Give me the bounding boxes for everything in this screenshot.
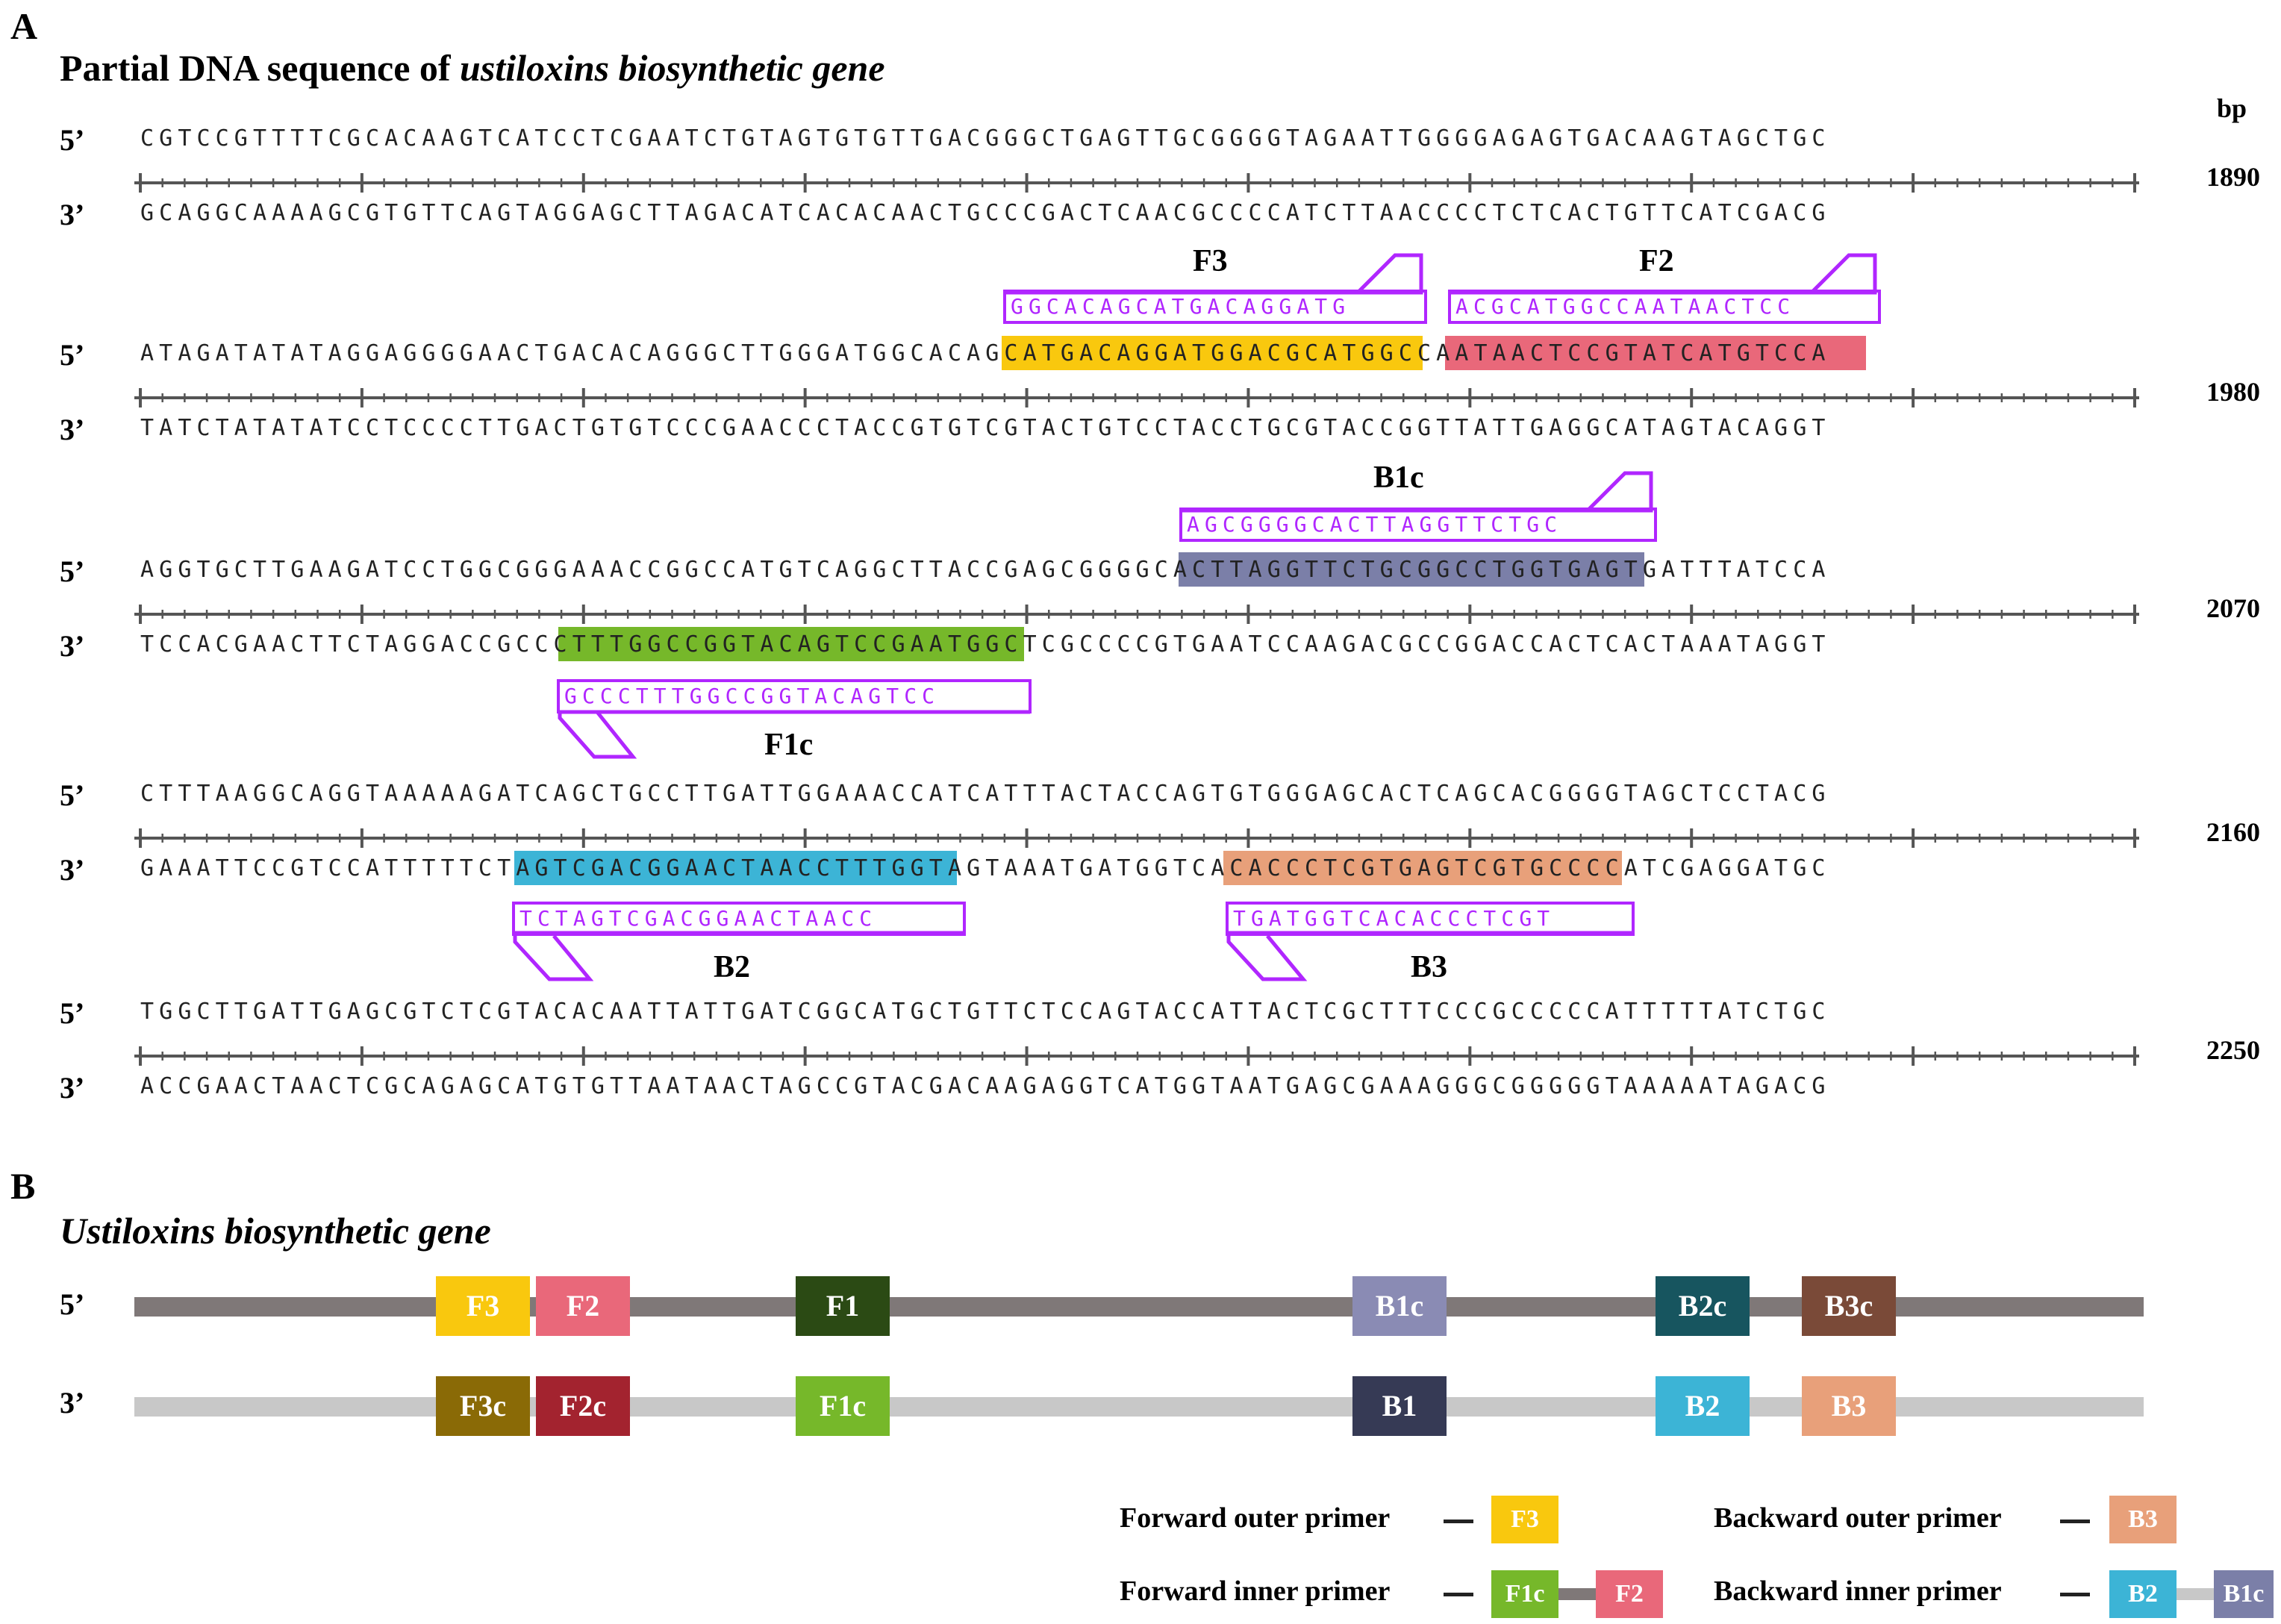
panel-b-strand-3: 3’ [60, 1386, 85, 1420]
bp-position-label: 1890 [2206, 162, 2260, 192]
f1c-primer-box: GCCCTTTGGCCGGTACAGTCC [557, 679, 1032, 713]
sequence-3-strand: ACCGAACTAACTCGCAGAGCATGTGTTAATAACTAGCCGT… [140, 1073, 1831, 1099]
b2-highlight [514, 851, 958, 885]
legend-b3-block: B3 [2109, 1496, 2177, 1543]
f2-primer-arrow [1448, 253, 1877, 295]
ruler [134, 828, 2139, 848]
sequence-5-strand: CTTTAAGGCAGGTAAAAAGATCAGCTGCCTTGATTGGAAA… [140, 781, 1831, 807]
f3-primer-name: F3 [1193, 244, 1228, 278]
f2-highlight [1444, 336, 1866, 370]
gene-block-f3c: F3c [436, 1376, 530, 1436]
strand-5-label: 5’ [60, 123, 85, 157]
panel-a-title: Partial DNA sequence of ustiloxins biosy… [60, 46, 885, 90]
panel-b-title: Ustiloxins biosynthetic gene [60, 1210, 491, 1252]
gene-block-f1c: F1c [796, 1376, 890, 1436]
primer-outlines [513, 253, 1877, 981]
bp-position-label: 1980 [2206, 377, 2260, 407]
legend-b2-block: B2 [2109, 1570, 2177, 1618]
gene-block-b2c: B2c [1656, 1276, 1750, 1336]
strand-5-label: 5’ [60, 996, 85, 1030]
sequence-5-strand: TGGCTTGATTGAGCGTCTCGTACACAATTATTGATCGGCA… [140, 999, 1831, 1025]
strand-3-label: 3’ [60, 1071, 85, 1105]
f2-primer-name: F2 [1639, 244, 1674, 278]
legend-forward-outer-label: Forward outer primer [1120, 1502, 1391, 1534]
gene-block-f2: F2 [536, 1276, 630, 1336]
b1c-primer-box: AGCGGGGCACTTAGGTTCTGC [1179, 508, 1657, 542]
strand-3-label: 3’ [60, 629, 85, 663]
gene-block-b2: B2 [1656, 1376, 1750, 1436]
b3-primer-box: TGATGGTCACACCCTCGT [1226, 902, 1635, 936]
gene-block-f1: F1 [796, 1276, 890, 1336]
sequence-5-strand: AGGTGCTTGAAGATCCTGGCGGGAAACCGGCCATGTCAGG… [140, 557, 1831, 583]
strand-3-label: 3’ [60, 413, 85, 446]
f3-primer-box: GGCACAGCATGACAGGATG [1003, 290, 1427, 324]
f1c-highlight [558, 627, 1024, 661]
sequence-3-strand: GCAGGCAAAAGCGTGTTCAGTAGGAGCTTAGACATCACAC… [140, 200, 1831, 226]
f3-primer-arrow [1003, 253, 1423, 295]
bp-position-label: 2160 [2206, 817, 2260, 847]
legend-dash [1444, 1520, 1473, 1523]
legend-linker [2177, 1588, 2214, 1600]
f2-primer-box: ACGCATGGCCAATAACTCC [1448, 290, 1881, 324]
legend-f2-block: F2 [1596, 1570, 1663, 1618]
legend-f3-block: F3 [1491, 1496, 1558, 1543]
panel-a-letter: A [10, 5, 38, 47]
sequence-5-strand: ATAGATATATAGGAGGGGAACTGACACAGGGCTTGGGATG… [140, 340, 1831, 366]
strand-5-label: 5’ [60, 778, 85, 812]
strand-3-label: 3’ [60, 853, 85, 887]
gene-block-b3: B3 [1802, 1376, 1896, 1436]
legend-dash [1444, 1593, 1473, 1596]
f3-highlight [1001, 336, 1423, 370]
legend-dash [2060, 1593, 2090, 1596]
bp-position-label: 2070 [2206, 593, 2260, 623]
b3-highlight [1223, 851, 1623, 885]
legend-linker [1558, 1588, 1596, 1600]
ruler [134, 173, 2139, 193]
b2-primer-box: TCTAGTCGACGGAACTAACC [512, 902, 966, 936]
b1c-primer-name: B1c [1373, 460, 1424, 495]
sequence-3-strand: TCCACGAACTTCTAGGACCGCCCTTTGGCCGGTACAGTCC… [140, 631, 1831, 658]
panel-b-letter: B [10, 1165, 36, 1207]
gene-block-b3c: B3c [1802, 1276, 1896, 1336]
b1c-primer-arrow [1179, 471, 1653, 513]
panel-a-title-plain: Partial DNA sequence of [60, 47, 461, 89]
sequence-3-strand: TATCTATATATCCTCCCCTTGACTGTGTCCCGAACCCTAC… [140, 415, 1831, 441]
bp-position-label: 2250 [2206, 1035, 2260, 1065]
strand-5-label: 5’ [60, 555, 85, 588]
b3-primer-name: B3 [1411, 950, 1448, 984]
legend-forward-inner-label: Forward inner primer [1120, 1575, 1391, 1607]
gene-block-f2c: F2c [536, 1376, 630, 1436]
gene-block-b1c: B1c [1352, 1276, 1447, 1336]
sequence-5-strand: CGTCCGTTTTCGCACAAGTCATCCTCGAATCTGTAGTGTG… [140, 125, 1831, 152]
legend-b1c-block: B1c [2214, 1570, 2274, 1618]
ruler [134, 388, 2139, 407]
ruler [134, 605, 2139, 624]
strand-5-label: 5’ [60, 338, 85, 372]
legend-f1c-block: F1c [1491, 1570, 1558, 1618]
panel-b-strand-5: 5’ [60, 1287, 85, 1321]
legend-dash [2060, 1520, 2090, 1523]
sequence-3-strand: GAAATTCCGTCCATTTTTCTAGTCGACGGAACTAACCTTT… [140, 855, 1831, 881]
legend-backward-outer-label: Backward outer primer [1714, 1502, 2002, 1534]
f1c-primer-name: F1c [764, 728, 814, 762]
panel-a-title-italic: ustiloxins biosynthetic gene [460, 47, 885, 89]
gene-block-f3: F3 [436, 1276, 530, 1336]
legend-backward-inner-label: Backward inner primer [1714, 1575, 2002, 1607]
b1c-highlight [1179, 552, 1644, 587]
b2-primer-name: B2 [714, 950, 751, 984]
ruler [134, 1046, 2139, 1066]
bp-unit-label: bp [2217, 93, 2247, 123]
strand-3-label: 3’ [60, 198, 85, 231]
gene-block-b1: B1 [1352, 1376, 1447, 1436]
